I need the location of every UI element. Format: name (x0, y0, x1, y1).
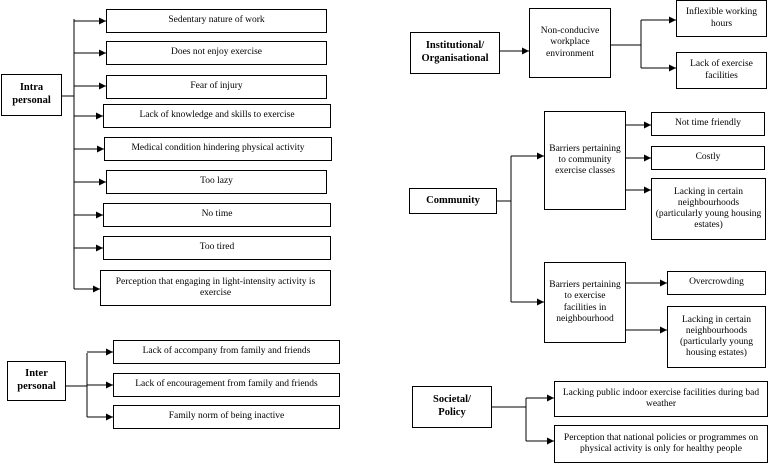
facilities-item-overcrowding: Overcrowding (667, 271, 766, 295)
intra-item-no-time: No time (103, 203, 331, 227)
intra-item-too-lazy: Too lazy (106, 170, 327, 194)
institutional-label: Institutional/ Organisational (410, 32, 500, 74)
societal-item-policy-perception: Perception that national policies or pro… (554, 425, 768, 463)
intra-item-light-intensity-perception: Perception that engaging in light-intens… (100, 270, 331, 306)
classes-item-costly: Costly (651, 146, 765, 170)
facilities-item-lacking-neighbourhoods: Lacking in certain neighbourhoods (parti… (667, 306, 766, 368)
intra-item-sedentary-work: Sedentary nature of work (106, 9, 327, 33)
intra-item-not-enjoy-exercise: Does not enjoy exercise (106, 41, 327, 65)
community-classes-box: Barriers pertaining to community exercis… (544, 111, 626, 210)
workplace-environment-box: Non-conducive workplace environment (529, 8, 611, 78)
inter-personal-label: Inter personal (7, 361, 66, 401)
intra-item-medical-condition: Medical condition hindering physical act… (104, 137, 332, 161)
classes-item-not-time-friendly: Not time friendly (651, 112, 765, 136)
intra-item-lack-knowledge: Lack of knowledge and skills to exercise (103, 104, 331, 128)
intra-item-too-tired: Too tired (103, 236, 331, 260)
inter-item-lack-accompany: Lack of accompany from family and friend… (113, 340, 340, 364)
institutional-item-inflexible-hours: Inflexible working hours (676, 0, 767, 37)
societal-policy-label: Societal/ Policy (412, 386, 492, 428)
intra-personal-label: Intra personal (1, 74, 62, 116)
community-label: Community (409, 188, 497, 214)
institutional-item-lack-facilities: Lack of exercise facilities (676, 52, 767, 89)
societal-item-lacking-indoor-facilities: Lacking public indoor exercise facilitie… (554, 381, 768, 417)
inter-item-lack-encouragement: Lack of encouragement from family and fr… (113, 373, 340, 397)
intra-item-fear-of-injury: Fear of injury (106, 75, 327, 99)
classes-item-lacking-neighbourhoods: Lacking in certain neighbourhoods (parti… (651, 178, 766, 240)
inter-item-family-norm: Family norm of being inactive (113, 405, 340, 429)
community-facilities-box: Barriers pertaining to exercise faciliti… (544, 262, 626, 343)
